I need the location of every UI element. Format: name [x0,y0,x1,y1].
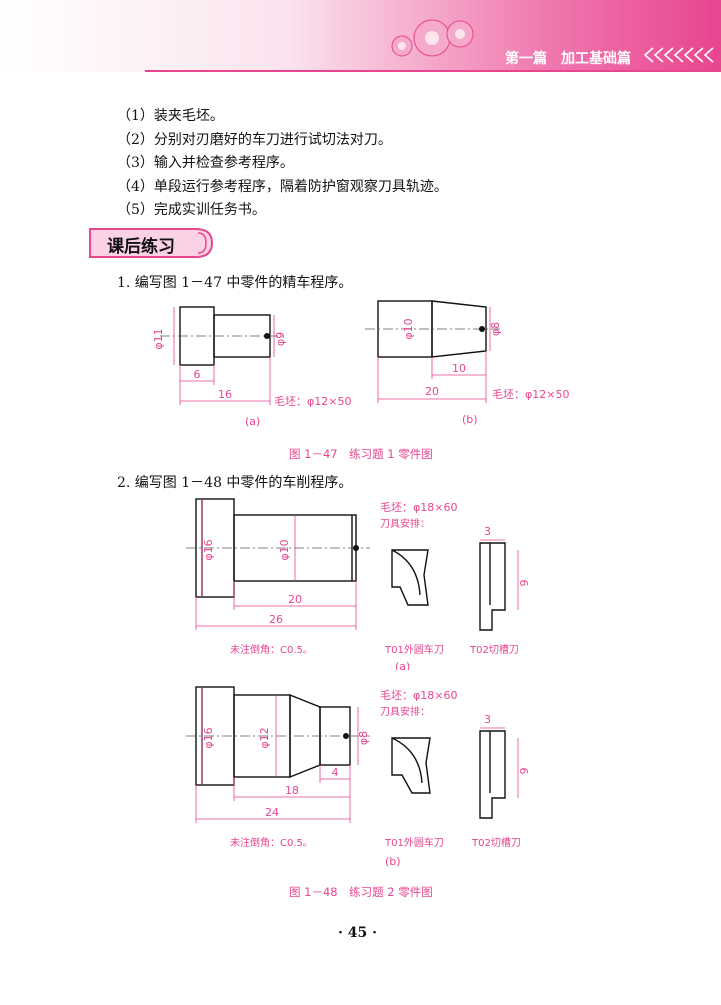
dim-48a-h: 9 [518,580,531,587]
chevrons-icon [643,47,714,63]
blank-b: 毛坯：φ12×50 [492,388,569,401]
page-number: · 45 · [338,925,377,941]
step-list: （1）装夹毛坯。 （2）分别对刃磨好的车刀进行试切法对刀。 （3）输入并检查参考… [117,105,448,223]
gear-logo-icon [391,19,474,57]
figure-1-48a-drawing: φ16 φ10 20 26 未注倒角：C0.5。 毛坯：φ18×60 刀具安排：… [186,498,531,670]
dim-48b-w: 3 [484,713,491,726]
dim-48a-d-small: φ10 [278,539,291,560]
dim-48b-h: 9 [518,768,531,775]
tool1-48a: T01外圆车刀 [384,643,444,656]
step-item: （3）输入并检查参考程序。 [117,155,294,171]
figure-1-47-drawing: φ11 φ9 6 16 毛坯：φ12×50 (a) φ10 φ8 10 20 毛… [152,300,569,428]
dim-48a-w: 3 [484,525,491,538]
dim-48b-d-small: φ8 [357,731,370,745]
step-item: （4）单段运行参考程序，隔着防护窗观察刀具轨迹。 [117,178,448,195]
step-item: （5）完成实训任务书。 [117,202,266,218]
label-b: (b) [462,413,478,426]
step-item: （1）装夹毛坯。 [117,108,224,124]
section-banner [89,228,214,258]
dim-a-len-total: 16 [218,388,232,401]
figure-1-48-caption: 图 1－48 练习题 2 零件图 [289,885,433,899]
dim-b-len-taper: 10 [452,362,466,375]
label-a: (a) [245,415,260,428]
section-title: 课后练习 [107,237,175,257]
dim-48b-len-total: 24 [265,806,279,819]
blank-48a: 毛坯：φ18×60 [380,501,457,514]
blank-48b: 毛坯：φ18×60 [380,689,457,702]
dim-a-len-head: 6 [194,368,201,381]
label-48a: (a) [395,660,410,670]
question-2: 2. 编写图 1－48 中零件的车削程序。 [117,475,353,491]
figure-1-48b-drawing: φ16 φ12 φ8 4 18 24 未注倒角：C0.5。 毛坯：φ18×60 … [186,686,531,868]
tool2-48a: T02切槽刀 [469,643,519,656]
dim-48a-d-large: φ16 [202,539,215,560]
chamfer-48a: 未注倒角：C0.5。 [230,643,313,656]
header-rule [145,70,721,72]
tools-title-48a: 刀具安排： [380,517,430,530]
tools-title-48b: 刀具安排： [380,705,430,718]
dim-a-d-large: φ11 [152,328,165,349]
question-1: 1. 编写图 1－47 中零件的精车程序。 [117,275,353,291]
dim-b-len-total: 20 [425,385,439,398]
dim-48b-d-large: φ16 [202,727,215,748]
dim-48b-len-small: 4 [332,766,339,779]
step-item: （2）分别对刃磨好的车刀进行试切法对刀。 [117,131,392,148]
tool1-48b: T01外圆车刀 [384,836,444,849]
dim-b-d-large: φ10 [402,318,415,339]
chamfer-48b: 未注倒角：C0.5。 [230,836,313,849]
label-48b: (b) [385,855,401,868]
dim-48b-d-mid: φ12 [258,727,271,748]
dim-48a-len-shaft: 20 [288,593,302,606]
tool2-48b: T02切槽刀 [471,836,521,849]
dim-48a-len-total: 26 [269,613,283,626]
blank-a: 毛坯：φ12×50 [274,395,351,408]
dim-a-d-small: φ9 [274,332,287,346]
figure-1-47-caption: 图 1－47 练习题 1 零件图 [289,447,433,461]
page-header [0,0,721,72]
dim-b-d-small: φ8 [489,322,502,336]
dim-48b-len-mid: 18 [285,784,299,797]
header-title: 第一篇加工基础篇 [505,51,631,67]
